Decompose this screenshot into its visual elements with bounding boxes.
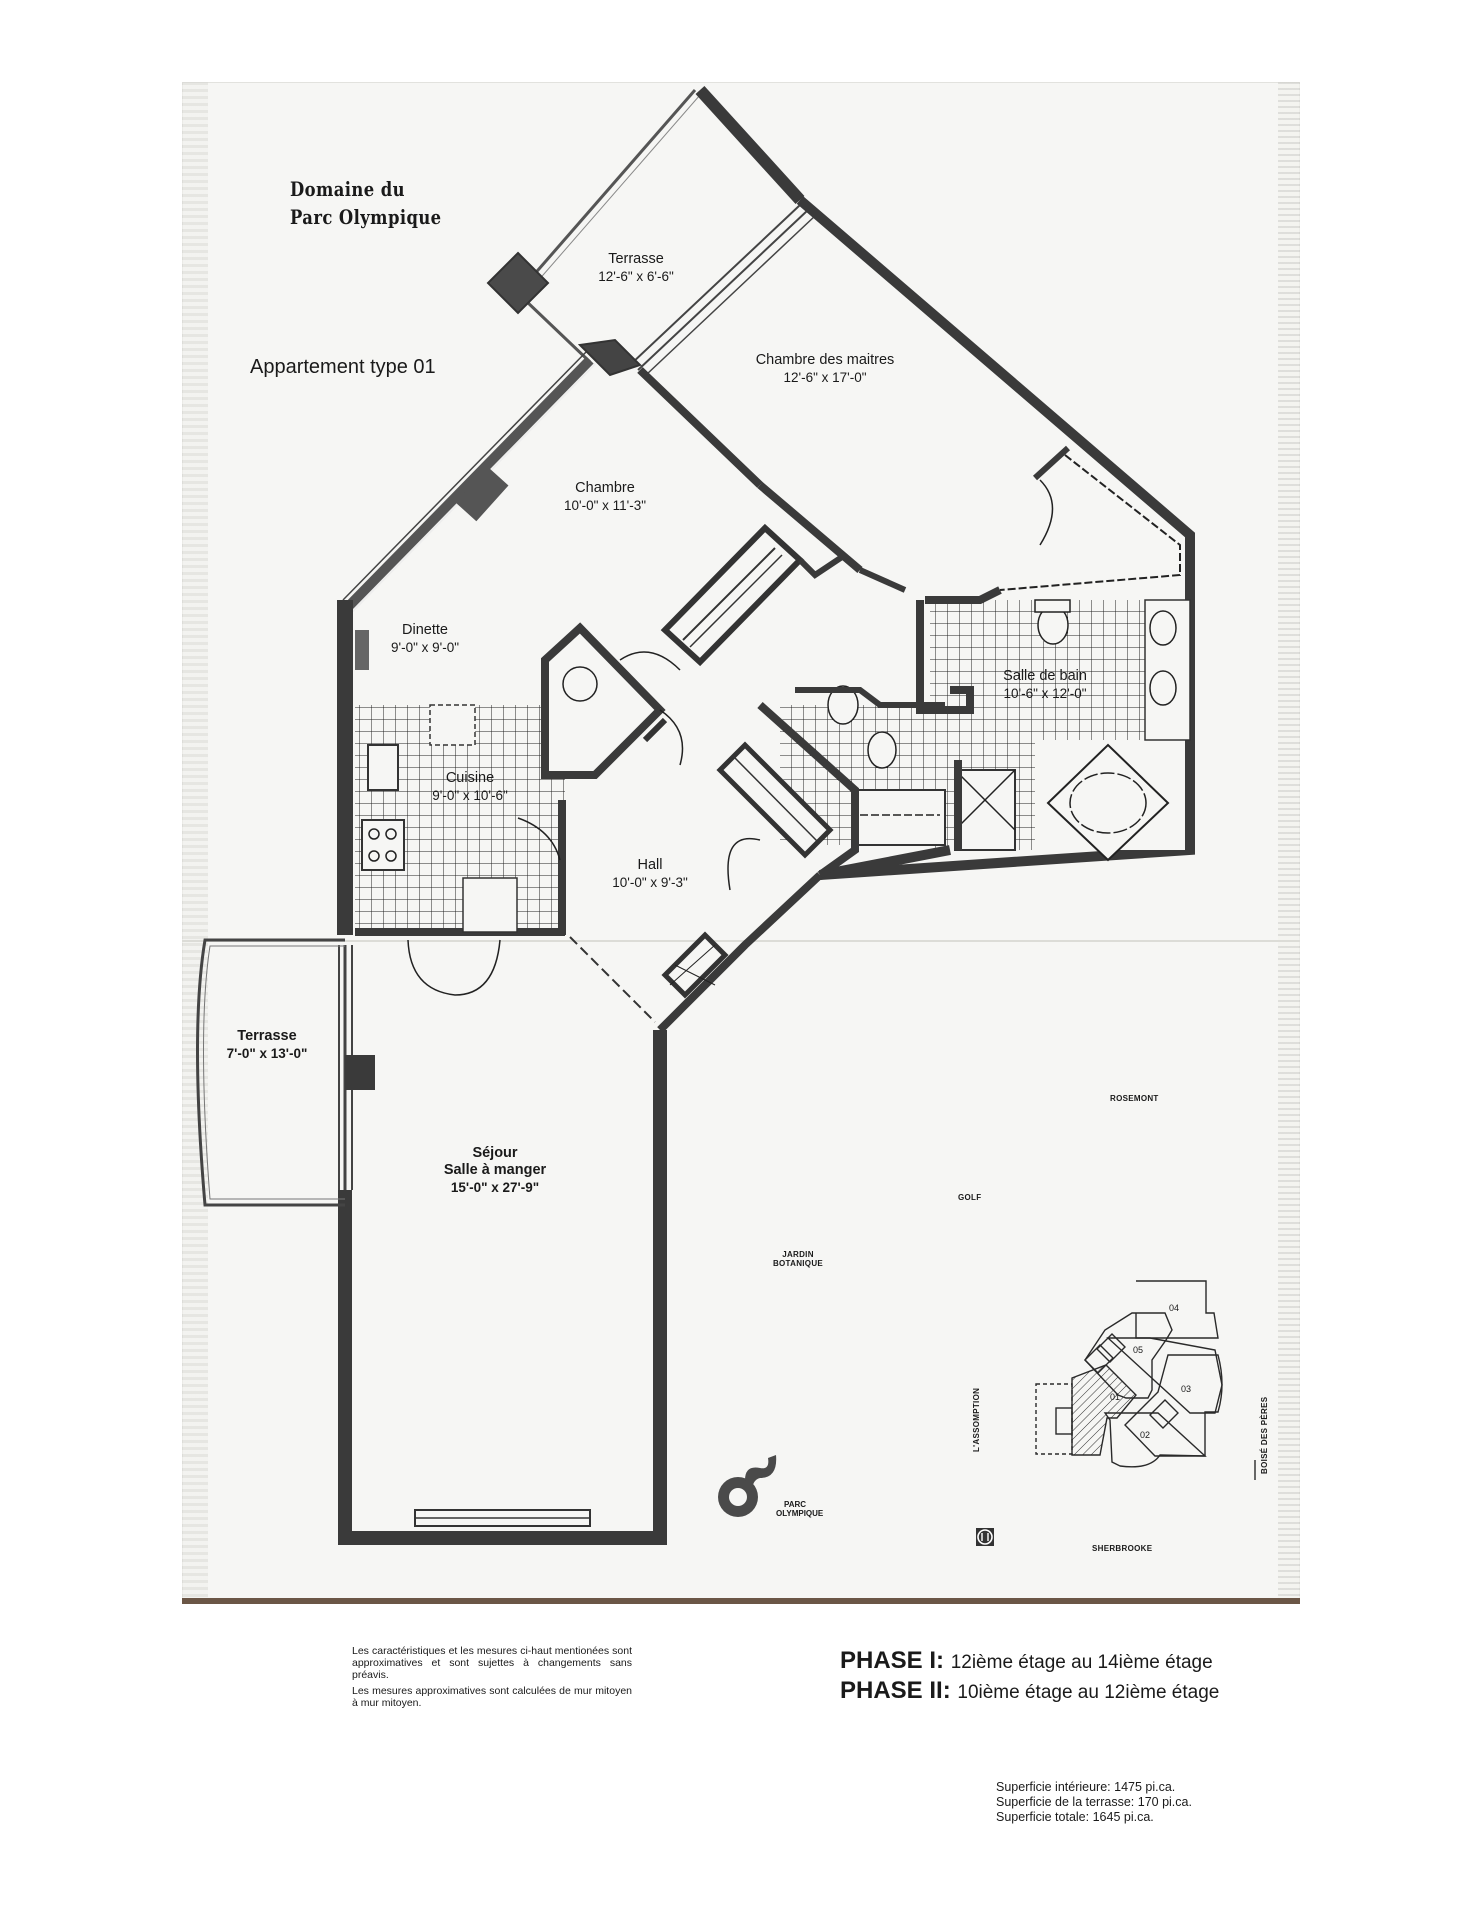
- project-title: Domaine du Parc Olympique: [290, 177, 442, 229]
- phase-1-row: PHASE I: 12ième étage au 14ième étage: [840, 1647, 1213, 1674]
- unit-02-label: 02: [1140, 1430, 1151, 1440]
- map-label-jardin-botanique: JARDIN BOTANIQUE: [772, 1250, 824, 1268]
- map-label-assomption: L'ASSOMPTION: [972, 1387, 981, 1452]
- room-dinette: Dinette 9'-0" x 9'-0": [390, 622, 459, 655]
- room-sejour: Séjour Salle à manger 15'-0" x 27'-9": [443, 1145, 547, 1195]
- area-terrace: Superficie de la terrasse: 170 pi.ca.: [996, 1795, 1192, 1809]
- unit-04-label: 04: [1169, 1303, 1180, 1313]
- room-hall: Hall 10'-0" x 9'-3": [612, 857, 688, 890]
- area-summary: Superficie intérieure: 1475 pi.ca. Super…: [996, 1780, 1192, 1825]
- area-total: Superficie totale: 1645 pi.ca.: [996, 1810, 1154, 1824]
- map-label-rosemont: ROSEMONT: [1110, 1094, 1159, 1103]
- room-salle-de-bain: Salle de bain 10'-6" x 12'-0": [1003, 668, 1087, 701]
- room-cuisine: Cuisine 9'-0" x 10'-6": [432, 770, 508, 803]
- photocopy-edge-left: [182, 82, 208, 1601]
- room-chambre-des-maitres: Chambre des maitres 12'-6" x 17'-0": [755, 352, 895, 385]
- unit-type-label: Appartement type 01: [250, 356, 436, 378]
- map-label-sherbrooke: SHERBROOKE: [1092, 1544, 1153, 1553]
- phase-info: PHASE I: 12ième étage au 14ième étage PH…: [840, 1647, 1219, 1707]
- phase-2-row: PHASE II: 10ième étage au 12ième étage: [840, 1677, 1220, 1704]
- living-room-wall: [338, 1030, 667, 1545]
- room-chambre: Chambre 10'-0" x 11'-3": [563, 480, 647, 513]
- metro-icon: [976, 1528, 994, 1546]
- site-key-plan: [1035, 1280, 1256, 1480]
- area-interior: Superficie intérieure: 1475 pi.ca.: [996, 1780, 1176, 1794]
- parc-olympique-logo-text: PARC OLYMPIQUE: [776, 1500, 824, 1518]
- unit-05-label: 05: [1133, 1345, 1144, 1355]
- unit-01-label: 01: [1110, 1392, 1121, 1402]
- terrace-left-outline: [196, 938, 345, 1207]
- room-terrasse-top: Terrasse 12'-6" x 6'-6": [598, 251, 674, 284]
- room-terrasse-left: Terrasse 7'-0" x 13'-0": [226, 1028, 308, 1061]
- map-label-boise-des-peres: BOISÉ DES PÈRES: [1260, 1396, 1269, 1474]
- unit-03-label: 03: [1181, 1384, 1192, 1394]
- parc-olympique-logo-icon: [718, 1455, 777, 1517]
- paper-fold-line: [182, 940, 1300, 942]
- photocopy-edge-right: [1278, 82, 1300, 1601]
- map-label-golf: GOLF: [958, 1193, 982, 1202]
- backing-surface: [182, 1598, 1300, 1604]
- disclaimer-notes: Les caractéristiques et les mesures ci-h…: [352, 1645, 632, 1709]
- terrace-top-outline: [486, 85, 817, 376]
